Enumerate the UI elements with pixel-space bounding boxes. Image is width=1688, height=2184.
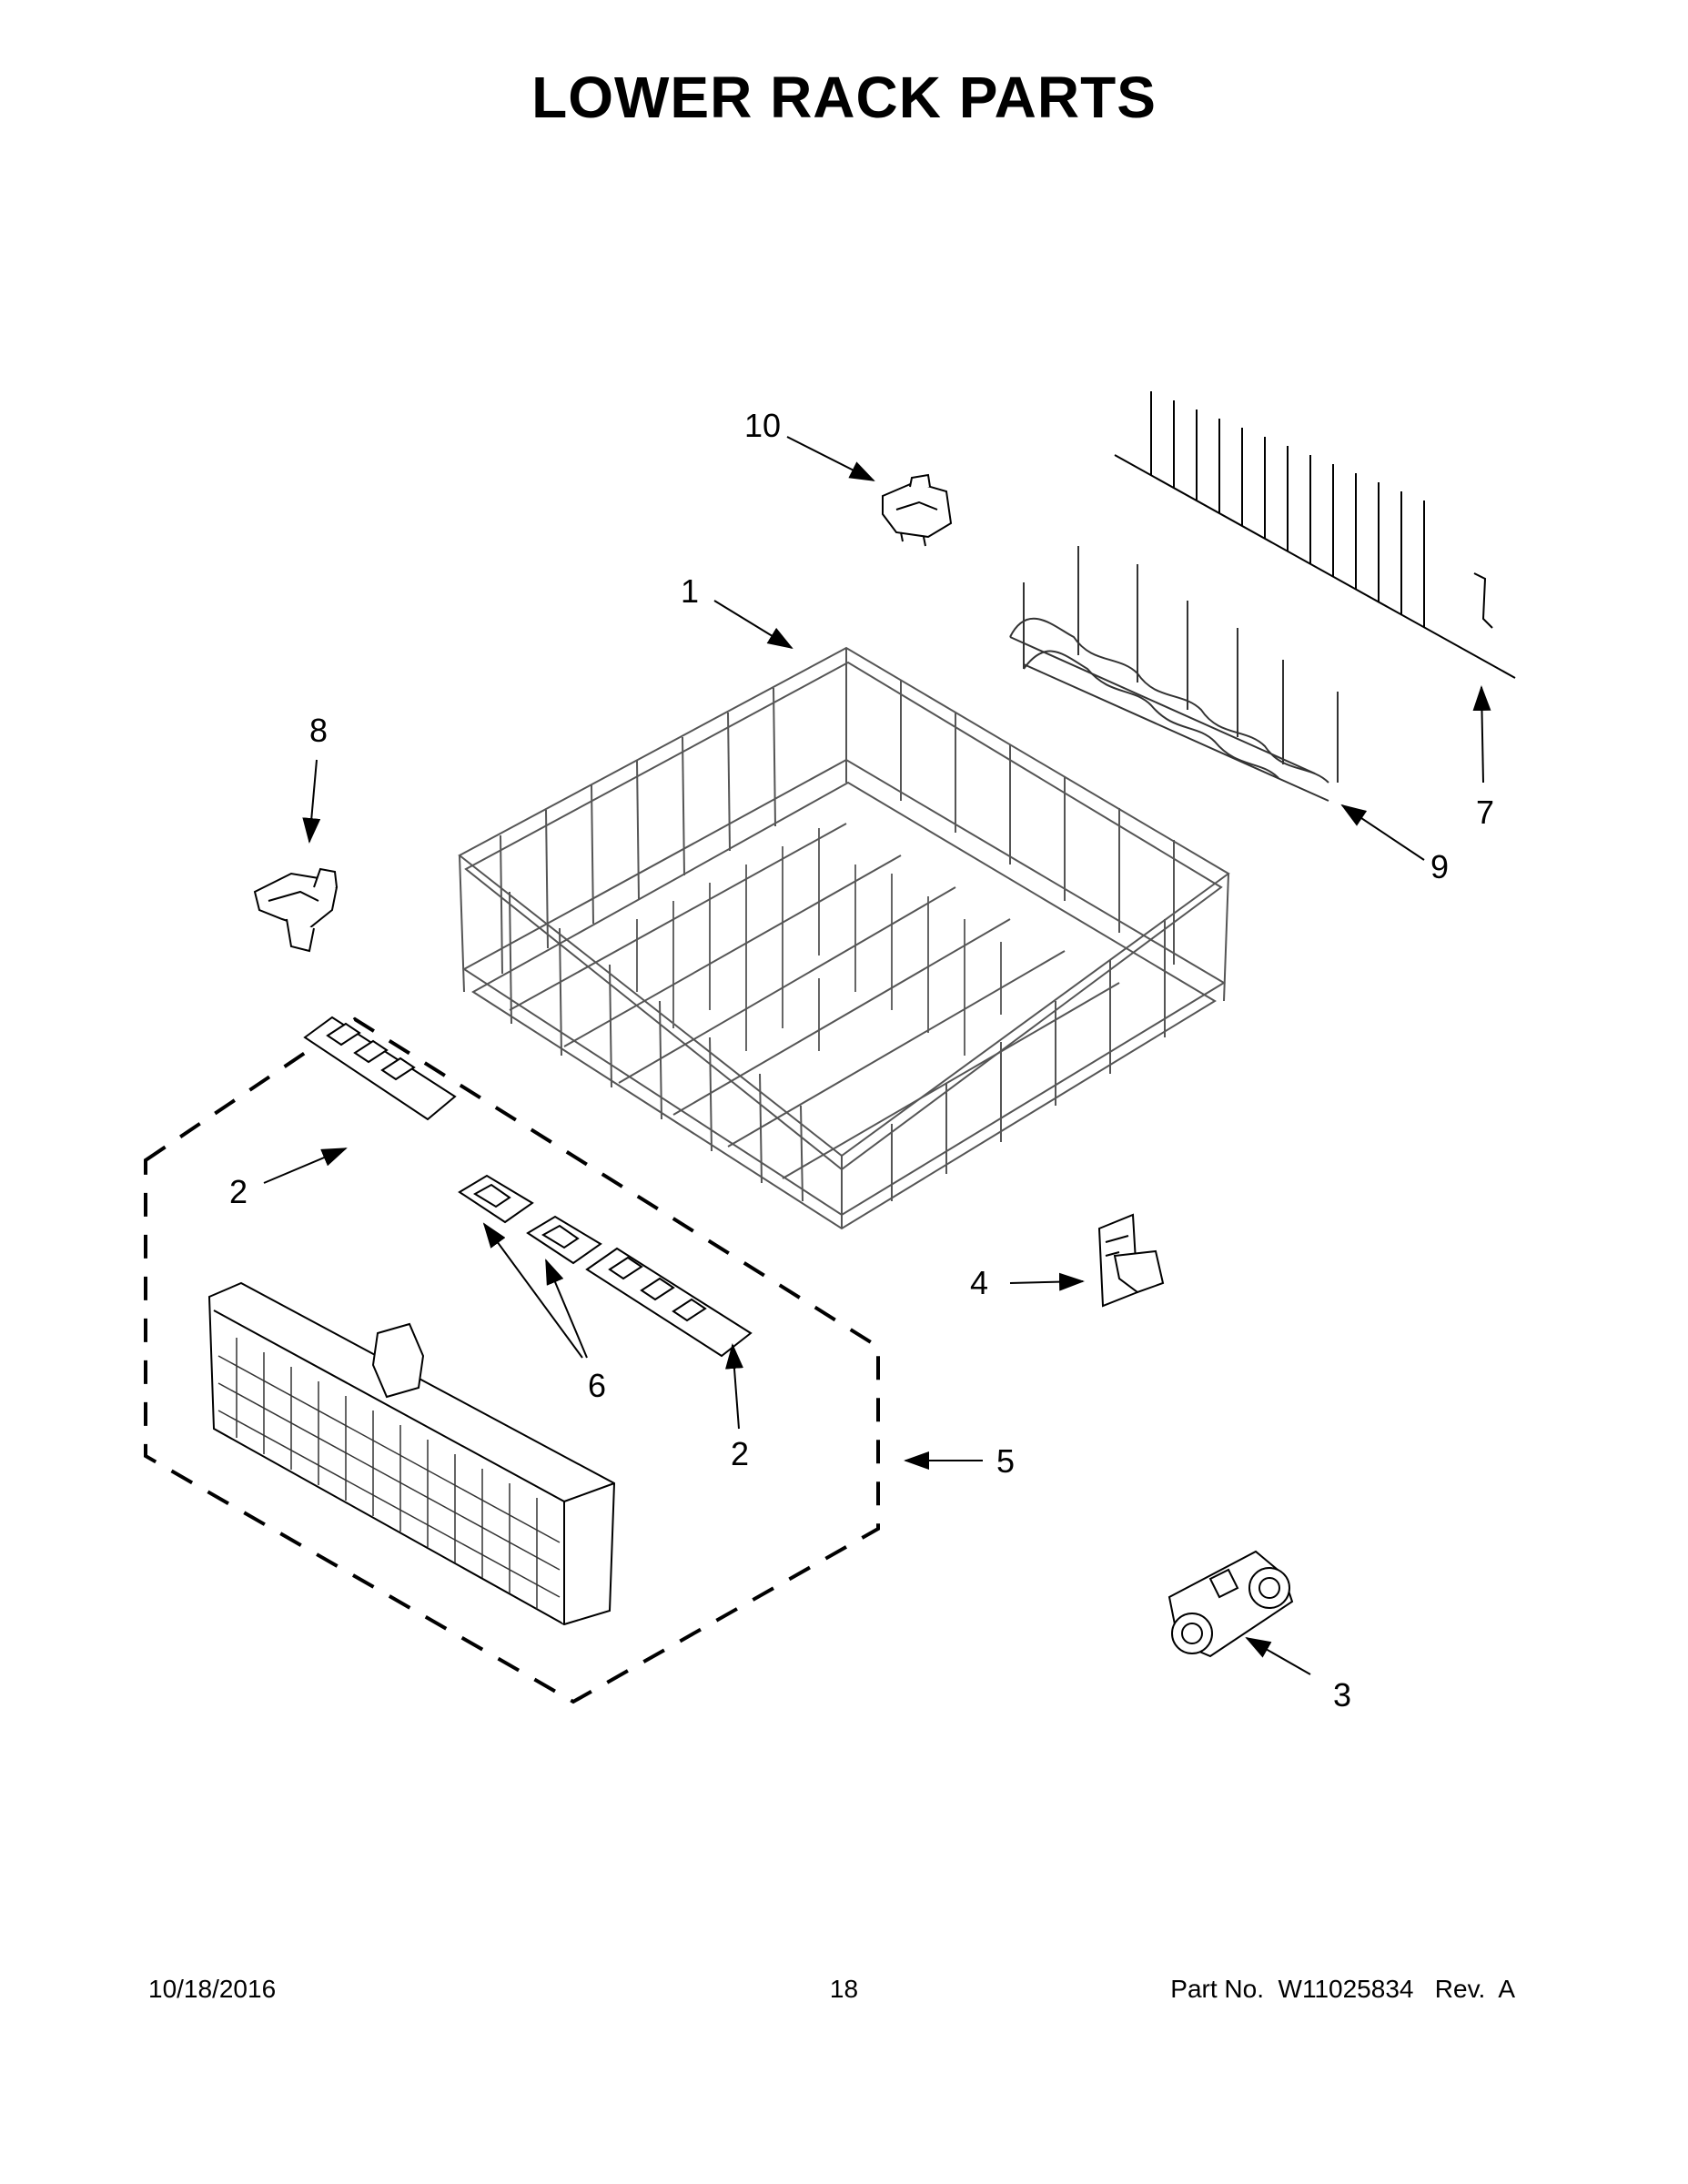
part-8-rack-stop [253, 867, 339, 953]
part-1-lower-rack [458, 646, 1230, 1230]
callout-2-upper: 2 [229, 1173, 248, 1210]
callout-arrows [263, 436, 1491, 1675]
callout-2-lower: 2 [731, 1435, 749, 1472]
callout-5: 5 [996, 1442, 1015, 1480]
callout-3: 3 [1333, 1676, 1351, 1714]
callout-6: 6 [588, 1367, 606, 1404]
page-title: LOWER RACK PARTS [531, 65, 1157, 130]
callout-8: 8 [309, 712, 328, 749]
part-7-tub-wall [1114, 391, 1516, 679]
callout-1: 1 [681, 572, 699, 610]
callout-10: 10 [744, 407, 781, 444]
part-2-cover-top [303, 1016, 457, 1121]
footer-date: 10/18/2016 [148, 1975, 277, 2003]
part-5-silverware-basket [207, 1281, 616, 1626]
callout-9: 9 [1430, 848, 1449, 885]
part-4-bracket [1097, 1213, 1165, 1308]
footer-part-number: Part No. W11025834 Rev. A [1170, 1975, 1515, 2003]
footer-page-number: 18 [829, 1975, 859, 2003]
callout-7: 7 [1476, 794, 1494, 831]
callout-4: 4 [970, 1264, 988, 1301]
part-5-kit-boundary [144, 1016, 880, 1704]
part-10-clip [882, 473, 953, 547]
part-6-small-covers [458, 1174, 602, 1265]
part-2-cover-bottom [585, 1247, 753, 1358]
part-9-rack-insert [1009, 546, 1339, 802]
part-3-wheel-assembly [1167, 1550, 1294, 1658]
